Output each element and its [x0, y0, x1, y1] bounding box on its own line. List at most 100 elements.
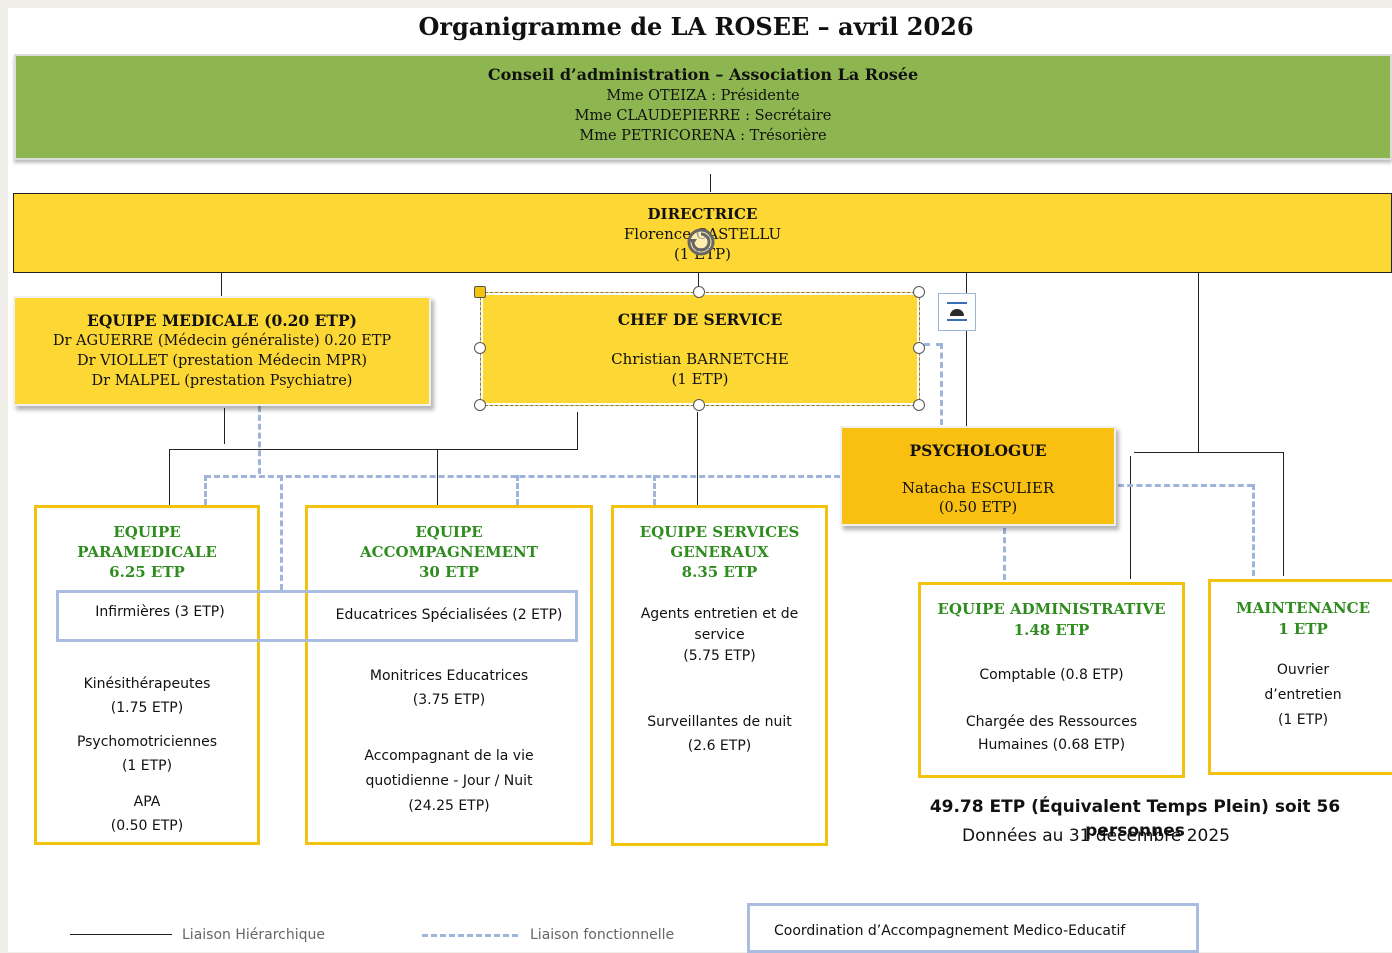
- administrative-h1: EQUIPE ADMINISTRATIVE: [937, 600, 1166, 618]
- legend-fonc-line: [422, 934, 518, 937]
- line-bus-maint: [1283, 452, 1285, 576]
- agents-etp: (5.75 ETP): [683, 648, 756, 664]
- accompagnement-box: EQUIPE ACCOMPAGNEMENT 30 ETP Monitrices …: [305, 505, 593, 845]
- comptable-label: Comptable (0.8 ETP): [979, 667, 1124, 683]
- rh-label-1: Chargée des Ressources: [965, 714, 1138, 730]
- maintenance-box: MAINTENANCE 1 ETP Ouvrier d’entretien (1…: [1208, 579, 1392, 775]
- rh-label-2: Humaines (0.68 ETP): [977, 737, 1126, 753]
- services-box: EQUIPE SERVICES GENERAUX 8.35 ETP Agents…: [611, 505, 828, 846]
- directrice-heading: DIRECTRICE: [647, 205, 758, 223]
- agents-label-1: Agents entretien et de: [640, 606, 799, 622]
- maintenance-etp: 1 ETP: [1278, 620, 1328, 638]
- accompagnement-h1: EQUIPE: [415, 523, 483, 541]
- line-dir-right: [1198, 272, 1200, 452]
- dash-psy-admin: [1003, 528, 1006, 580]
- resize-handle-tm[interactable]: [693, 286, 705, 298]
- monitrices-etp: (3.75 ETP): [412, 692, 486, 708]
- conseil-presidente: Mme OTEIZA : Présidente: [606, 88, 800, 104]
- line-bus-para: [169, 449, 171, 505]
- legend-coord-label: Coordination d’Accompagnement Medico-Edu…: [774, 923, 1126, 939]
- monitrices-label: Monitrices Educatrices: [369, 668, 529, 684]
- resize-handle-bm[interactable]: [693, 399, 705, 411]
- ouvrier-label-2: d’entretien: [1264, 687, 1342, 703]
- resize-handle-tl[interactable]: [474, 286, 486, 298]
- accompagnement-etp: 30 ETP: [419, 563, 479, 581]
- psychologue-etp: (0.50 ETP): [938, 500, 1018, 516]
- conseil-box: Conseil d’administration – Association L…: [14, 54, 1392, 160]
- dash-to-para: [204, 475, 207, 505]
- dash-psy-maint: [1118, 484, 1253, 487]
- psychologue-name: Natacha ESCULIER: [901, 479, 1055, 497]
- conseil-secretaire: Mme CLAUDEPIERRE : Secrétaire: [574, 108, 832, 124]
- paramedicale-h2: PARAMEDICALE: [77, 543, 217, 561]
- total-etp: 49.78 ETP (Équivalent Temps Plein) soit …: [929, 797, 1341, 841]
- resize-handle-mr[interactable]: [913, 342, 925, 354]
- legend-coord-box: Coordination d’Accompagnement Medico-Edu…: [747, 903, 1199, 953]
- page-title: Organigramme de LA ROSEE – avril 2026: [418, 12, 974, 41]
- dash-to-accomp: [516, 475, 519, 505]
- avq-label-1: Accompagnant de la vie: [364, 748, 534, 764]
- surveillantes-label: Surveillantes de nuit: [647, 714, 792, 730]
- chef-heading: CHEF DE SERVICE: [617, 310, 783, 329]
- services-h2: GENERAUX: [670, 543, 769, 561]
- line-chef-services: [697, 412, 699, 505]
- resize-handle-ml[interactable]: [474, 342, 486, 354]
- line-bus-admin: [1130, 456, 1132, 579]
- rotate-handle-icon[interactable]: [685, 226, 717, 258]
- line-dir-psy: [966, 272, 968, 428]
- avq-label-2: quotidienne - Jour / Nuit: [365, 773, 533, 789]
- ouvrier-label-1: Ouvrier: [1276, 662, 1330, 678]
- coordination-outline: [56, 590, 578, 642]
- paramedicale-etp: 6.25 ETP: [109, 563, 185, 581]
- dash-chef-right: [924, 343, 942, 346]
- line-conseil-directrice: [710, 174, 712, 192]
- administrative-etp: 1.48 ETP: [1013, 621, 1090, 639]
- avq-etp: (24.25 ETP): [408, 798, 490, 814]
- dash-med-down: [258, 406, 261, 474]
- paramedicale-h1: EQUIPE: [113, 523, 181, 541]
- resize-handle-tr[interactable]: [913, 286, 925, 298]
- line-dir-medicale: [221, 272, 223, 296]
- line-hier-bus: [169, 449, 578, 451]
- agents-label-2: service: [694, 627, 745, 643]
- services-etp: 8.35 ETP: [681, 563, 758, 581]
- medicale-aguerre: Dr AGUERRE (Médecin généraliste) 0.20 ET…: [52, 333, 392, 349]
- line-med-down: [224, 408, 226, 444]
- line-chef-left-down: [577, 412, 579, 449]
- dash-to-maint: [1252, 484, 1255, 576]
- resize-handle-bl[interactable]: [474, 399, 486, 411]
- kine-label: Kinésithérapeutes: [83, 676, 211, 692]
- psychologue-heading: PSYCHOLOGUE: [909, 441, 1047, 460]
- conseil-heading: Conseil d’administration – Association L…: [487, 65, 919, 84]
- psychomot-etp: (1 ETP): [121, 758, 173, 774]
- apa-etp: (0.50 ETP): [110, 818, 184, 834]
- medicale-viollet: Dr VIOLLET (prestation Médecin MPR): [76, 353, 368, 369]
- psychologue-box: PSYCHOLOGUE Natacha ESCULIER (0.50 ETP): [840, 426, 1116, 526]
- paramedicale-box: EQUIPE PARAMEDICALE 6.25 ETP Kinésithéra…: [34, 505, 260, 845]
- line-right-bus: [1134, 452, 1284, 454]
- conseil-tresoriere: Mme PETRICORENA : Trésorière: [579, 128, 827, 144]
- chef-box[interactable]: CHEF DE SERVICE Christian BARNETCHE (1 E…: [480, 292, 920, 406]
- dash-to-services: [653, 475, 656, 505]
- medicale-heading: EQUIPE MEDICALE (0.20 ETP): [87, 311, 357, 330]
- layout-options-icon[interactable]: [938, 293, 976, 331]
- educatrices-label: Educatrices Spécialisées (2 ETP): [335, 607, 563, 623]
- medicale-box: EQUIPE MEDICALE (0.20 ETP) Dr AGUERRE (M…: [13, 296, 431, 406]
- chef-etp: (1 ETP): [671, 370, 729, 388]
- maintenance-h1: MAINTENANCE: [1236, 599, 1370, 617]
- kine-etp: (1.75 ETP): [110, 700, 184, 716]
- surveillantes-etp: (2.6 ETP): [687, 738, 752, 754]
- legend-fonc-label: Liaison fonctionnelle: [530, 927, 675, 943]
- resize-handle-br[interactable]: [913, 399, 925, 411]
- administrative-box: EQUIPE ADMINISTRATIVE 1.48 ETP Comptable…: [918, 582, 1185, 778]
- dash-func-bus: [205, 475, 840, 478]
- dash-chef-psy: [940, 343, 943, 425]
- accompagnement-h2: ACCOMPAGNEMENT: [360, 543, 538, 561]
- legend-hier-label: Liaison Hiérarchique: [182, 927, 325, 943]
- apa-label: APA: [133, 794, 161, 810]
- data-date: Données au 31 décembre 2025: [962, 826, 1230, 846]
- legend-hier-line: [70, 934, 172, 936]
- psychomot-label: Psychomotriciennes: [76, 734, 218, 750]
- medicale-malpel: Dr MALPEL (prestation Psychiatre): [91, 373, 353, 389]
- dash-to-para2: [280, 475, 283, 590]
